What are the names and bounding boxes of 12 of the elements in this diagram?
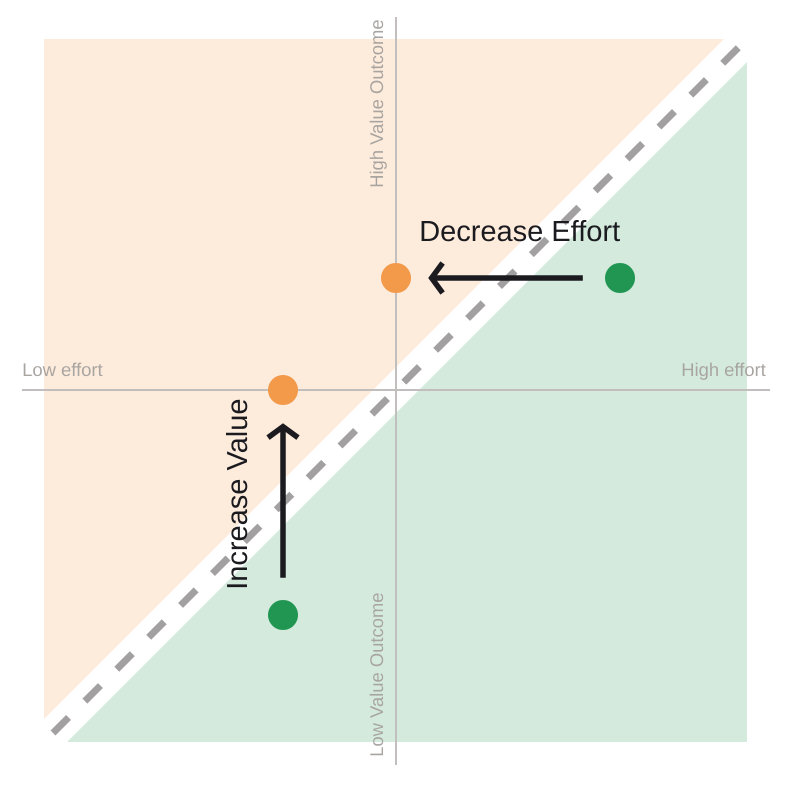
arrow: [266, 423, 300, 578]
dot: [268, 375, 298, 405]
axis-label: Low effort: [24, 362, 103, 376]
axis-label: Low Value Outcome: [370, 593, 384, 756]
axis-label: High effort: [682, 362, 766, 380]
axis-label: High Value Outcome: [370, 20, 387, 186]
dot: [381, 263, 411, 293]
arrow: [428, 261, 583, 295]
dot: [268, 600, 298, 630]
dot: [605, 263, 636, 293]
edge-label: Increase Value: [226, 400, 248, 588]
edge-label: Decrease Effort: [422, 220, 620, 242]
